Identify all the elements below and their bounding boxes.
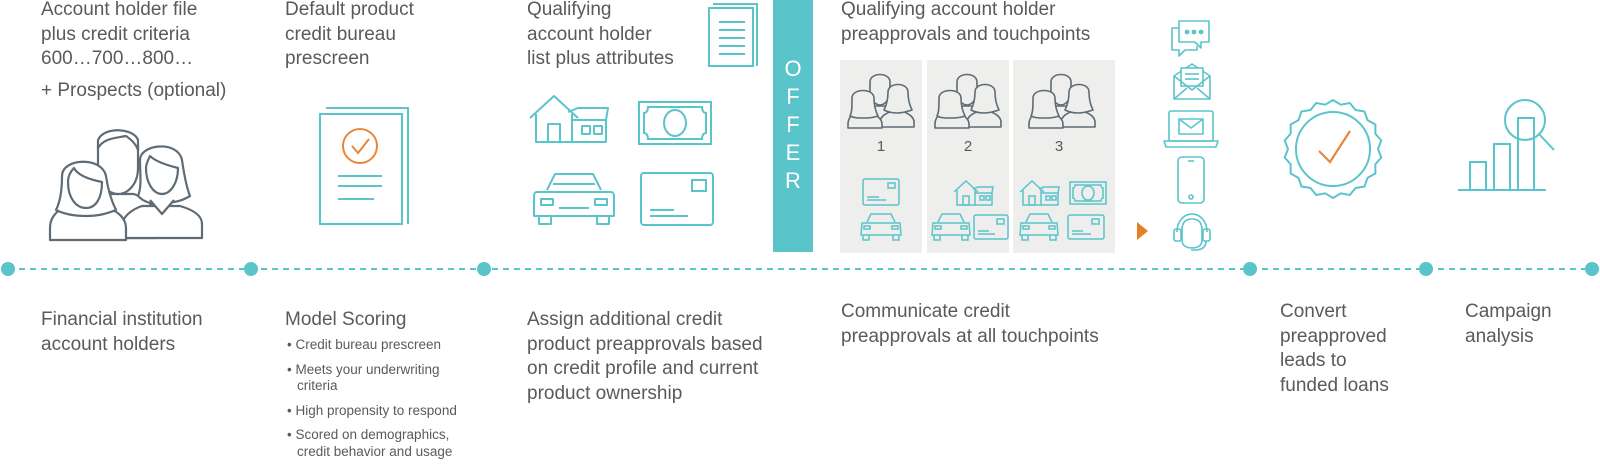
- timeline-dot: [1243, 262, 1257, 276]
- house-icon: [529, 95, 609, 143]
- step1-prospects: + Prospects (optional): [41, 80, 227, 101]
- step1-title-line3: 600…700…800…: [41, 48, 194, 69]
- headset-icon: [1173, 213, 1211, 251]
- banknote-icon: [1069, 181, 1107, 205]
- step6-desc-line1: Campaign: [1465, 301, 1552, 322]
- step1-title-line2: plus credit criteria: [41, 23, 190, 45]
- house-icon: [953, 179, 994, 206]
- step2-title: Default product credit bureau prescreen: [285, 0, 414, 72]
- group-number: 2: [963, 138, 973, 155]
- step3-title: Qualifying account holder list plus attr…: [527, 0, 674, 72]
- step4-desc-line2: preapprovals at all touchpoints: [841, 325, 1099, 347]
- document-check-icon: [319, 107, 409, 225]
- preapproval-panel-1: 1: [840, 60, 922, 253]
- step2-title-line3: prescreen: [285, 48, 370, 69]
- step1-desc-line1: Financial institution: [41, 309, 203, 330]
- step3-desc-line1: Assign additional credit: [527, 309, 723, 330]
- people-icon: [847, 73, 915, 129]
- car-icon: [1019, 213, 1059, 241]
- car-icon: [860, 213, 902, 241]
- group-number: 3: [1054, 138, 1064, 155]
- credit-card-icon: [640, 172, 714, 226]
- step1-title-line1: Account holder file: [41, 0, 198, 20]
- car-icon: [931, 213, 971, 241]
- step3-desc-line3: on credit profile and current: [527, 358, 759, 379]
- chat-icon: [1171, 20, 1210, 57]
- car-icon: [533, 173, 615, 225]
- step4-description: Communicate credit preapprovals at all t…: [841, 300, 1099, 349]
- people-icon: [48, 129, 204, 242]
- step4-desc-line1: Communicate credit: [841, 301, 1010, 322]
- offer-letter: E: [785, 140, 801, 165]
- step3-description: Assign additional credit product preappr…: [527, 308, 763, 406]
- step5-desc-line4: funded loans: [1280, 374, 1389, 396]
- timeline-dot: [477, 262, 491, 276]
- step6-description: Campaign analysis: [1465, 300, 1552, 349]
- step2-bullets: Credit bureau prescreen Meets your under…: [287, 337, 457, 468]
- step3-title-line1: Qualifying: [527, 0, 612, 20]
- step2-title-line1: Default product: [285, 0, 414, 20]
- timeline-dot: [1419, 262, 1433, 276]
- timeline: [1, 262, 1599, 276]
- seal-edge: [1283, 99, 1383, 199]
- offer-letter: F: [786, 112, 800, 137]
- people-icon: [934, 73, 1002, 129]
- bullet-item: Scored on demographics,credit behavior a…: [287, 427, 457, 460]
- bullet-item: Credit bureau prescreen: [287, 337, 457, 354]
- seal-check-icon: [1283, 99, 1383, 199]
- arrow-right-icon: [1137, 222, 1148, 240]
- bullet-item: High propensity to respond: [287, 403, 456, 420]
- step5-desc-line1: Convert: [1280, 301, 1347, 322]
- step3-title-line2: account holder: [527, 23, 652, 45]
- step5-desc-line2: preapproved: [1280, 325, 1387, 347]
- group-number: 1: [876, 138, 886, 155]
- offer-letter: O: [784, 56, 802, 81]
- preapproval-panel-3: 3: [1013, 60, 1115, 253]
- banknote-icon: [638, 101, 712, 145]
- step3-desc-line4: product ownership: [527, 382, 683, 404]
- preapproval-panel-2: 2: [927, 60, 1009, 253]
- step3-title-line3: list plus attributes: [527, 48, 674, 69]
- step4-title-line1: Qualifying account holder: [841, 0, 1056, 20]
- credit-card-icon: [862, 178, 900, 206]
- document-list-icon: [708, 3, 758, 67]
- credit-card-icon: [1067, 214, 1105, 240]
- step4-title-line2: preapprovals and touchpoints: [841, 23, 1091, 45]
- bar-chart-search-icon: [1458, 99, 1555, 191]
- credit-card-icon: [973, 214, 1009, 240]
- mail-icon: [1173, 63, 1211, 100]
- step5-description: Convert preapproved leads to funded loan…: [1280, 300, 1389, 398]
- step2-title-line2: credit bureau: [285, 23, 396, 45]
- laptop-mail-icon: [1163, 110, 1219, 148]
- timeline-dot: [1585, 262, 1599, 276]
- timeline-dot: [244, 262, 258, 276]
- step1-title: Account holder file plus credit criteria…: [41, 0, 197, 72]
- step3-desc-line2: product preapprovals based: [527, 333, 763, 355]
- phone-icon: [1177, 156, 1205, 204]
- step1-desc-line2: account holders: [41, 333, 176, 355]
- people-icon: [1028, 73, 1096, 129]
- step1-description: Financial institution account holders: [41, 308, 203, 357]
- offer-bar: O F F E R: [773, 0, 813, 252]
- offer-letter: F: [786, 84, 800, 109]
- offer-letter: R: [785, 168, 801, 193]
- timeline-dot: [1, 262, 15, 276]
- step4-title: Qualifying account holder preapprovals a…: [841, 0, 1090, 47]
- step6-desc-line2: analysis: [1465, 325, 1534, 347]
- step5-desc-line3: leads to: [1280, 350, 1347, 371]
- house-icon: [1019, 179, 1060, 206]
- step2-bottom-title: Model Scoring: [285, 309, 407, 330]
